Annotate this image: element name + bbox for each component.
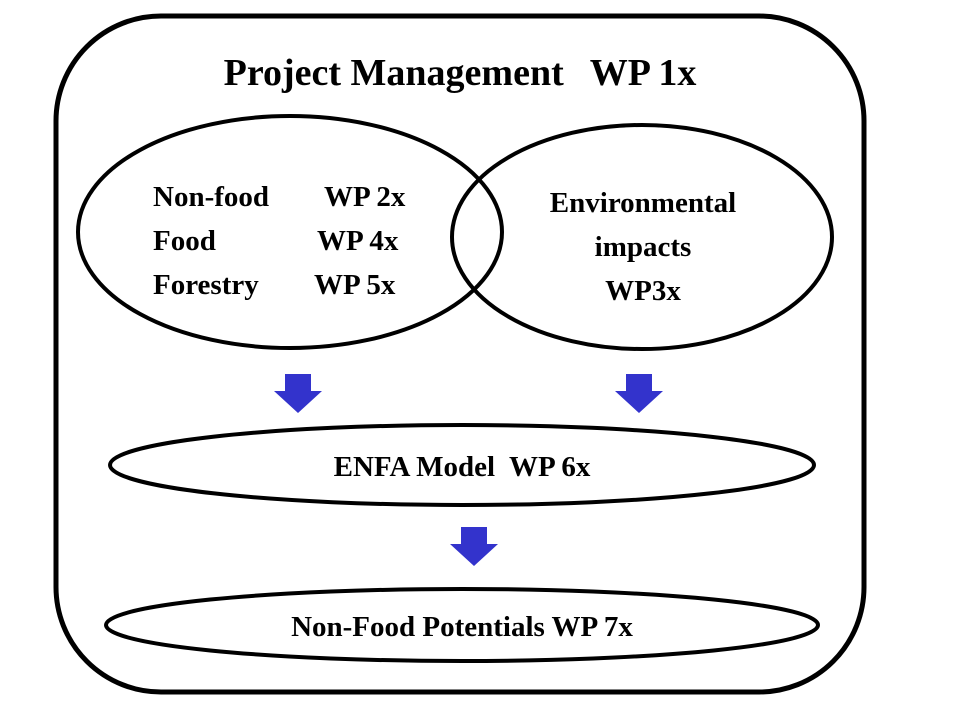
non-food-potentials-label: Non-Food Potentials WP 7x <box>291 611 633 643</box>
impacts-line: impacts <box>595 231 692 263</box>
non-food-wp: WP 2x <box>324 181 406 213</box>
forestry-label: Forestry <box>153 269 259 301</box>
enfa-model-label: ENFA Model WP 6x <box>334 451 591 483</box>
down-arrow-icon <box>274 374 322 413</box>
title-text: Project Management <box>224 52 564 94</box>
food-label: Food <box>153 225 216 257</box>
non-food-label: Non-food <box>153 181 269 213</box>
enfa-model-ellipse <box>108 423 816 507</box>
non-food-potentials-ellipse <box>104 587 820 663</box>
environmental-impacts-ellipse <box>450 123 834 351</box>
title-wp: WP 1x <box>590 52 697 94</box>
down-arrow-icon <box>450 527 498 566</box>
commodity-ellipse <box>76 114 504 350</box>
food-wp: WP 4x <box>317 225 399 257</box>
forestry-wp: WP 5x <box>314 269 396 301</box>
diagram-title: Project Management WP 1x <box>224 52 697 94</box>
down-arrow-icon <box>615 374 663 413</box>
environmental-line: Environmental <box>550 187 736 219</box>
wp3-line: WP3x <box>605 275 681 307</box>
project-management-frame <box>53 13 867 695</box>
